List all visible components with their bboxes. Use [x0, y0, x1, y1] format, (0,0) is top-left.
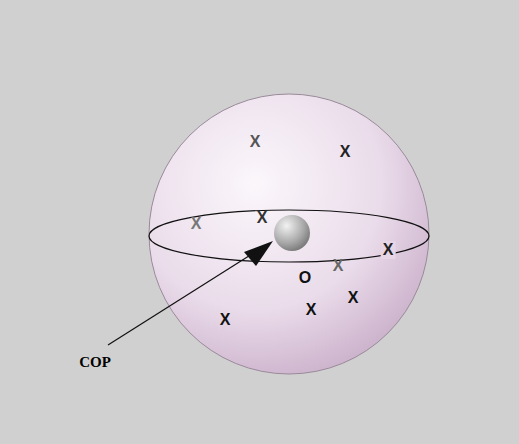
- arrow-head: [244, 241, 273, 266]
- origin-mark: O: [297, 269, 313, 287]
- cop-label: COP: [77, 354, 113, 371]
- point-mark: X: [218, 311, 233, 329]
- point-mark: X: [338, 143, 353, 161]
- center-ball: [274, 215, 310, 251]
- point-mark: X: [331, 257, 346, 275]
- sphere: [149, 94, 429, 374]
- point-mark: X: [255, 209, 270, 227]
- point-mark: X: [304, 301, 319, 319]
- leader-line: [108, 254, 252, 345]
- point-mark: X: [381, 241, 396, 259]
- point-mark: X: [189, 215, 204, 233]
- point-mark: X: [248, 133, 263, 151]
- equator-ellipse: [149, 210, 429, 262]
- point-mark: X: [346, 289, 361, 307]
